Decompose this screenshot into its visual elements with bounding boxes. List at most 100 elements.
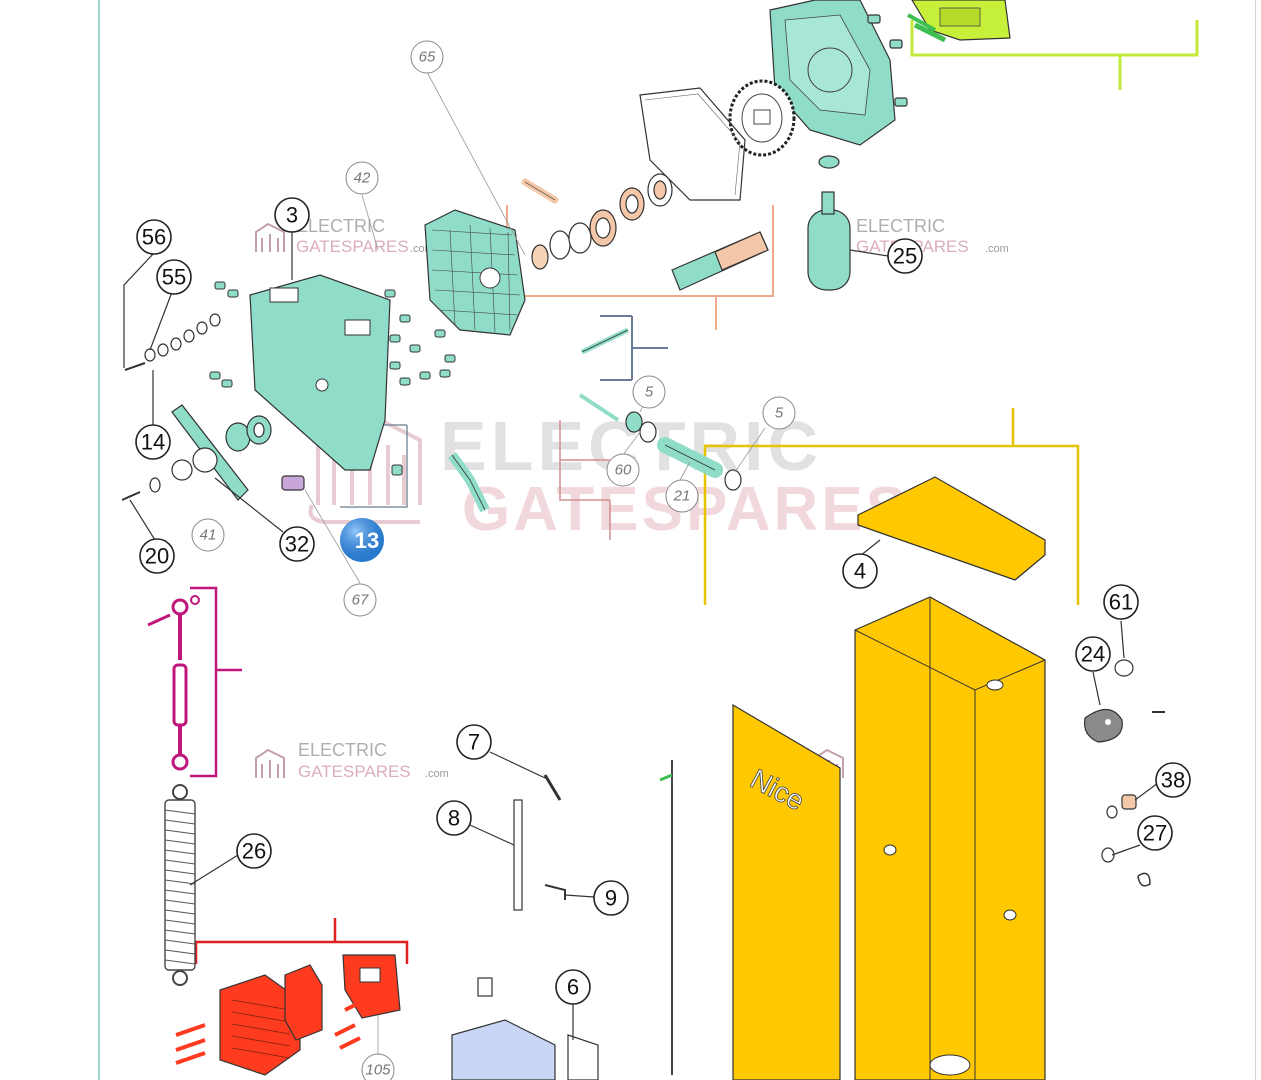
svg-text:65: 65 [419, 49, 436, 66]
bracket-7 [543, 774, 562, 801]
cabinet-body [854, 596, 1046, 1080]
power-supply-blue [451, 1019, 556, 1080]
svg-text:55: 55 [162, 265, 186, 290]
svg-text:61: 61 [1109, 590, 1133, 615]
cabinet-door: Nice [732, 703, 841, 1080]
watermark-small-logo-icon [255, 748, 285, 778]
callout-32: 32 [279, 526, 315, 562]
watermark-small-1: ELECTRIC GATESPARES .com [255, 216, 434, 256]
leader-lines [123, 71, 1159, 1055]
watermark-small-line1: ELECTRIC [298, 740, 387, 760]
housing-bolts [867, 14, 908, 107]
svg-text:3: 3 [286, 203, 298, 228]
bracket-top-right [910, 20, 1199, 90]
svg-text:4: 4 [854, 559, 866, 584]
svg-text:6: 6 [567, 975, 579, 1000]
callout-5-upper: 5 [632, 375, 666, 409]
bearing-60 [625, 411, 643, 433]
watermark-small-suffix: .com [425, 768, 449, 780]
svg-text:14: 14 [141, 430, 165, 455]
svg-text:26: 26 [242, 839, 266, 864]
callout-61: 61 [1103, 584, 1139, 620]
gasket-outline [639, 87, 746, 201]
pin-5b [578, 393, 620, 422]
clip-27 [1101, 847, 1115, 863]
watermark-small-line1: ELECTRIC [856, 216, 945, 236]
callout-7: 7 [456, 724, 492, 760]
turnbuckle [147, 595, 200, 771]
callout-26: 26 [236, 833, 272, 869]
svg-text:60: 60 [615, 462, 632, 479]
callout-8: 8 [436, 800, 472, 836]
bushing-38 [1121, 794, 1137, 810]
callout-56: 56 [136, 219, 172, 255]
watermark-small-suffix: .com [985, 243, 1009, 255]
bolt-56 [124, 362, 146, 371]
cabinet-lid-4 [857, 476, 1046, 581]
bracket-pin-group [600, 315, 668, 381]
svg-text:5: 5 [645, 384, 654, 401]
svg-text:5: 5 [775, 405, 784, 422]
svg-text:56: 56 [142, 225, 166, 250]
cover-plate-42 [424, 209, 526, 336]
main-gear [728, 79, 796, 157]
svg-text:7: 7 [468, 730, 480, 755]
callout-105: 105 [361, 1053, 395, 1080]
svg-text:41: 41 [200, 527, 217, 544]
watermark-small-logo-icon [255, 222, 285, 252]
callout-6: 6 [555, 969, 591, 1005]
watermark-small-line2: GATESPARES [298, 762, 411, 781]
svg-text:32: 32 [285, 532, 309, 557]
plate-bolts [209, 281, 456, 476]
callout-27: 27 [1137, 815, 1173, 851]
section-badge-label: 13 [355, 528, 379, 553]
svg-text:42: 42 [354, 170, 371, 187]
section-badge-13: 13 [340, 518, 384, 562]
watermark-small-line1: ELECTRIC [296, 216, 385, 236]
motor-25 [807, 155, 851, 291]
bracket-shaft-group [506, 205, 774, 330]
limit-cam-67 [281, 475, 305, 491]
switch-block [477, 977, 493, 997]
lime-gear-assembly [907, 0, 1011, 43]
bracket-cabinet-group [703, 408, 1080, 605]
callout-9: 9 [593, 880, 629, 916]
output-shaft [671, 231, 769, 291]
svg-text:21: 21 [673, 488, 691, 505]
plate-6 [567, 1034, 599, 1080]
svg-text:24: 24 [1081, 642, 1105, 667]
callout-25: 25 [887, 238, 923, 274]
callout-41: 41 [191, 518, 225, 552]
bracket-turnbuckle [190, 586, 242, 778]
callout-24: 24 [1075, 636, 1111, 672]
callout-60: 60 [606, 453, 640, 487]
callout-3: 3 [274, 197, 310, 233]
callout-42: 42 [345, 161, 379, 195]
callout-67: 67 [343, 583, 377, 617]
lever-arm [171, 404, 272, 501]
bolt-20 [121, 491, 141, 501]
bracket-worm-group [559, 420, 611, 540]
callout-21: 21 [665, 479, 699, 513]
callout-14: 14 [135, 424, 171, 460]
svg-text:38: 38 [1161, 768, 1185, 793]
mounting-plate-3 [249, 274, 391, 471]
watermark-small-line2: GATESPARES [296, 237, 409, 256]
watermark-small-2: ELECTRIC GATESPARES .com [814, 216, 1009, 256]
callout-5-lower: 5 [762, 396, 796, 430]
svg-text:20: 20 [145, 544, 169, 569]
bearing-stack [531, 173, 673, 270]
svg-text:8: 8 [448, 806, 460, 831]
gasket-outline-inner [644, 93, 741, 196]
washer-stack-55 [144, 313, 221, 362]
callout-38: 38 [1155, 762, 1191, 798]
callout-55: 55 [156, 259, 192, 295]
watermark-small-3: ELECTRIC GATESPARES .com [255, 740, 449, 781]
strip-8 [513, 799, 523, 911]
clip-9 [544, 884, 566, 900]
callout-65: 65 [410, 40, 444, 74]
callout-20: 20 [139, 538, 175, 574]
spring-26 [164, 784, 196, 986]
